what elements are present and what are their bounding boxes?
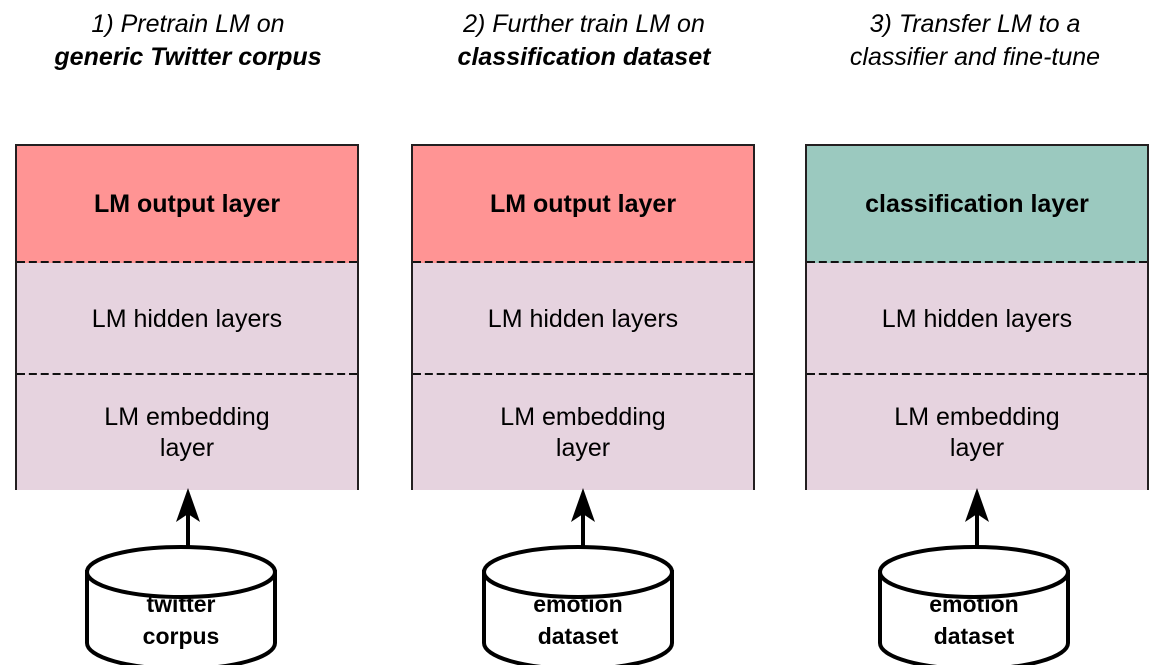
embedding-layer-3-line2: layer [949, 433, 1005, 462]
datastore-1-line1: twitter [146, 591, 216, 617]
embedding-layer-2: LM embedding layer [413, 375, 753, 490]
embedding-layer-1-line1: LM embedding [104, 402, 270, 431]
embedding-layer-3: LM embedding layer [807, 375, 1147, 490]
datastore-3-label: emotion dataset [877, 588, 1071, 652]
output-layer-3-label: classification layer [865, 190, 1089, 218]
hidden-layer-2-label: LM hidden layers [487, 304, 679, 333]
output-layer-1: LM output layer [17, 146, 357, 265]
embedding-layer-3-line1: LM embedding [894, 402, 1060, 431]
embedding-layer-2-line2: layer [555, 433, 611, 462]
hidden-layer-3: LM hidden layers [807, 263, 1147, 377]
lm-stack-2: LM output layer LM hidden layers LM embe… [411, 144, 755, 490]
lm-stack-3: classification layer LM hidden layers LM… [805, 144, 1149, 490]
column-title-3-line2: classifier and fine-tune [849, 43, 1101, 71]
datastore-3-line1: emotion [929, 591, 1019, 617]
column-title-1-line1: 1) Pretrain LM on [91, 10, 285, 38]
datastore-2-label: emotion dataset [481, 588, 675, 652]
hidden-layer-1-label: LM hidden layers [91, 304, 283, 333]
column-title-2: 2) Further train LM on classification da… [402, 8, 766, 74]
datastore-1 [85, 545, 277, 665]
embedding-layer-1: LM embedding layer [17, 375, 357, 490]
datastore-1-label: twitter corpus [84, 588, 278, 652]
datastore-1-line2: corpus [142, 623, 220, 649]
lm-stack-1: LM output layer LM hidden layers LM embe… [15, 144, 359, 490]
column-title-3-line1: 3) Transfer LM to a [869, 10, 1081, 38]
output-layer-1-label: LM output layer [93, 190, 281, 218]
column-title-3: 3) Transfer LM to a classifier and fine-… [796, 8, 1154, 74]
arrow-3 [965, 488, 989, 550]
column-title-1: 1) Pretrain LM on generic Twitter corpus [8, 8, 368, 74]
column-title-2-line2: classification dataset [457, 43, 711, 71]
datastore-2-line2: dataset [537, 623, 619, 649]
arrow-1 [176, 488, 200, 550]
embedding-layer-2-line1: LM embedding [500, 402, 666, 431]
output-layer-2: LM output layer [413, 146, 753, 265]
column-title-2-line1: 2) Further train LM on [463, 10, 705, 38]
arrow-2 [571, 488, 595, 550]
hidden-layer-3-label: LM hidden layers [881, 304, 1073, 333]
column-title-1-line2: generic Twitter corpus [54, 43, 322, 71]
hidden-layer-2: LM hidden layers [413, 263, 753, 377]
datastore-3 [878, 545, 1070, 665]
output-layer-2-label: LM output layer [489, 190, 677, 218]
datastore-2 [482, 545, 674, 665]
embedding-layer-1-line2: layer [159, 433, 215, 462]
datastore-3-line2: dataset [933, 623, 1015, 649]
datastore-2-line1: emotion [533, 591, 623, 617]
hidden-layer-1: LM hidden layers [17, 263, 357, 377]
output-layer-3: classification layer [807, 146, 1147, 265]
